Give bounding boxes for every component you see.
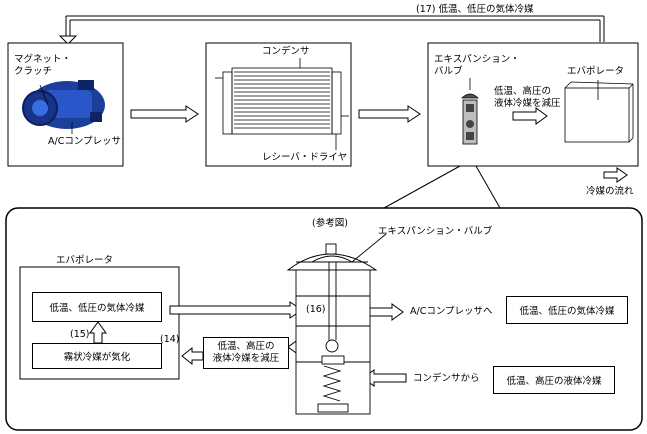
mist-box: 霧状冷媒が気化 <box>32 343 162 369</box>
flow-arrow-reduce-to-mist <box>181 346 204 366</box>
return-loop-arrowhead <box>58 35 78 45</box>
flow-legend-arrow <box>603 167 628 183</box>
flow-arrow-compressor-to-condenser <box>130 105 199 123</box>
out-gas-box: 低温、低圧の気体冷媒 <box>506 296 628 324</box>
return-loop-line <box>65 15 605 42</box>
evaporator-label: エバポレータ <box>567 66 625 77</box>
detail-evaporator-title: エバポレータ <box>56 255 114 266</box>
reduce-note-label: 低温、高圧の 液体冷媒を減圧 <box>494 86 561 109</box>
step-15-label: (15) <box>70 329 90 340</box>
expansion-valve-label: エキスパンション・ バルブ <box>434 54 520 77</box>
flow-arrow-to-compressor <box>367 303 404 321</box>
reduce-box: 低温、高圧の 液体冷媒を減圧 <box>203 337 289 369</box>
in-liquid-box: 低温、高圧の液体冷媒 <box>493 366 615 394</box>
to-compressor-label: A/Cコンプレッサへ <box>410 306 493 317</box>
detail-valve-label: エキスパンション・バルブ <box>378 226 493 237</box>
reference-label: (参考図) <box>312 218 348 229</box>
evaporator-illustration-small <box>564 80 634 143</box>
condenser-illustration <box>215 58 349 150</box>
flow-arrow-condenser-to-expansion <box>358 105 421 123</box>
receiver-dryer-label: レシーバ・ドライヤ <box>262 152 348 163</box>
condenser-box <box>205 42 352 167</box>
compressor-leaders <box>39 84 73 134</box>
step-16-label: (16) <box>306 304 326 315</box>
gas-box: 低温、低圧の気体冷媒 <box>32 292 162 322</box>
flow-arrow-expansion-to-evaporator <box>512 107 548 125</box>
callout-lines <box>383 165 501 209</box>
flow-arrow-mist-to-gas <box>89 321 107 344</box>
flow-legend-label: 冷媒の流れ <box>586 186 634 197</box>
condenser-label: コンデンサ <box>262 46 310 57</box>
expansion-valve-illustration-small <box>461 78 479 145</box>
from-condenser-label: コンデンサから <box>413 373 480 384</box>
return-loop-label: (17) 低温、低圧の気体冷媒 <box>416 4 534 15</box>
step-14-label: (14) <box>160 334 180 345</box>
compressor-illustration <box>22 80 105 129</box>
magnet-clutch-label: マグネット・ クラッチ <box>14 54 72 77</box>
compressor-label: A/Cコンプレッサ <box>48 136 122 147</box>
expansion-valve-illustration-large <box>286 233 387 415</box>
